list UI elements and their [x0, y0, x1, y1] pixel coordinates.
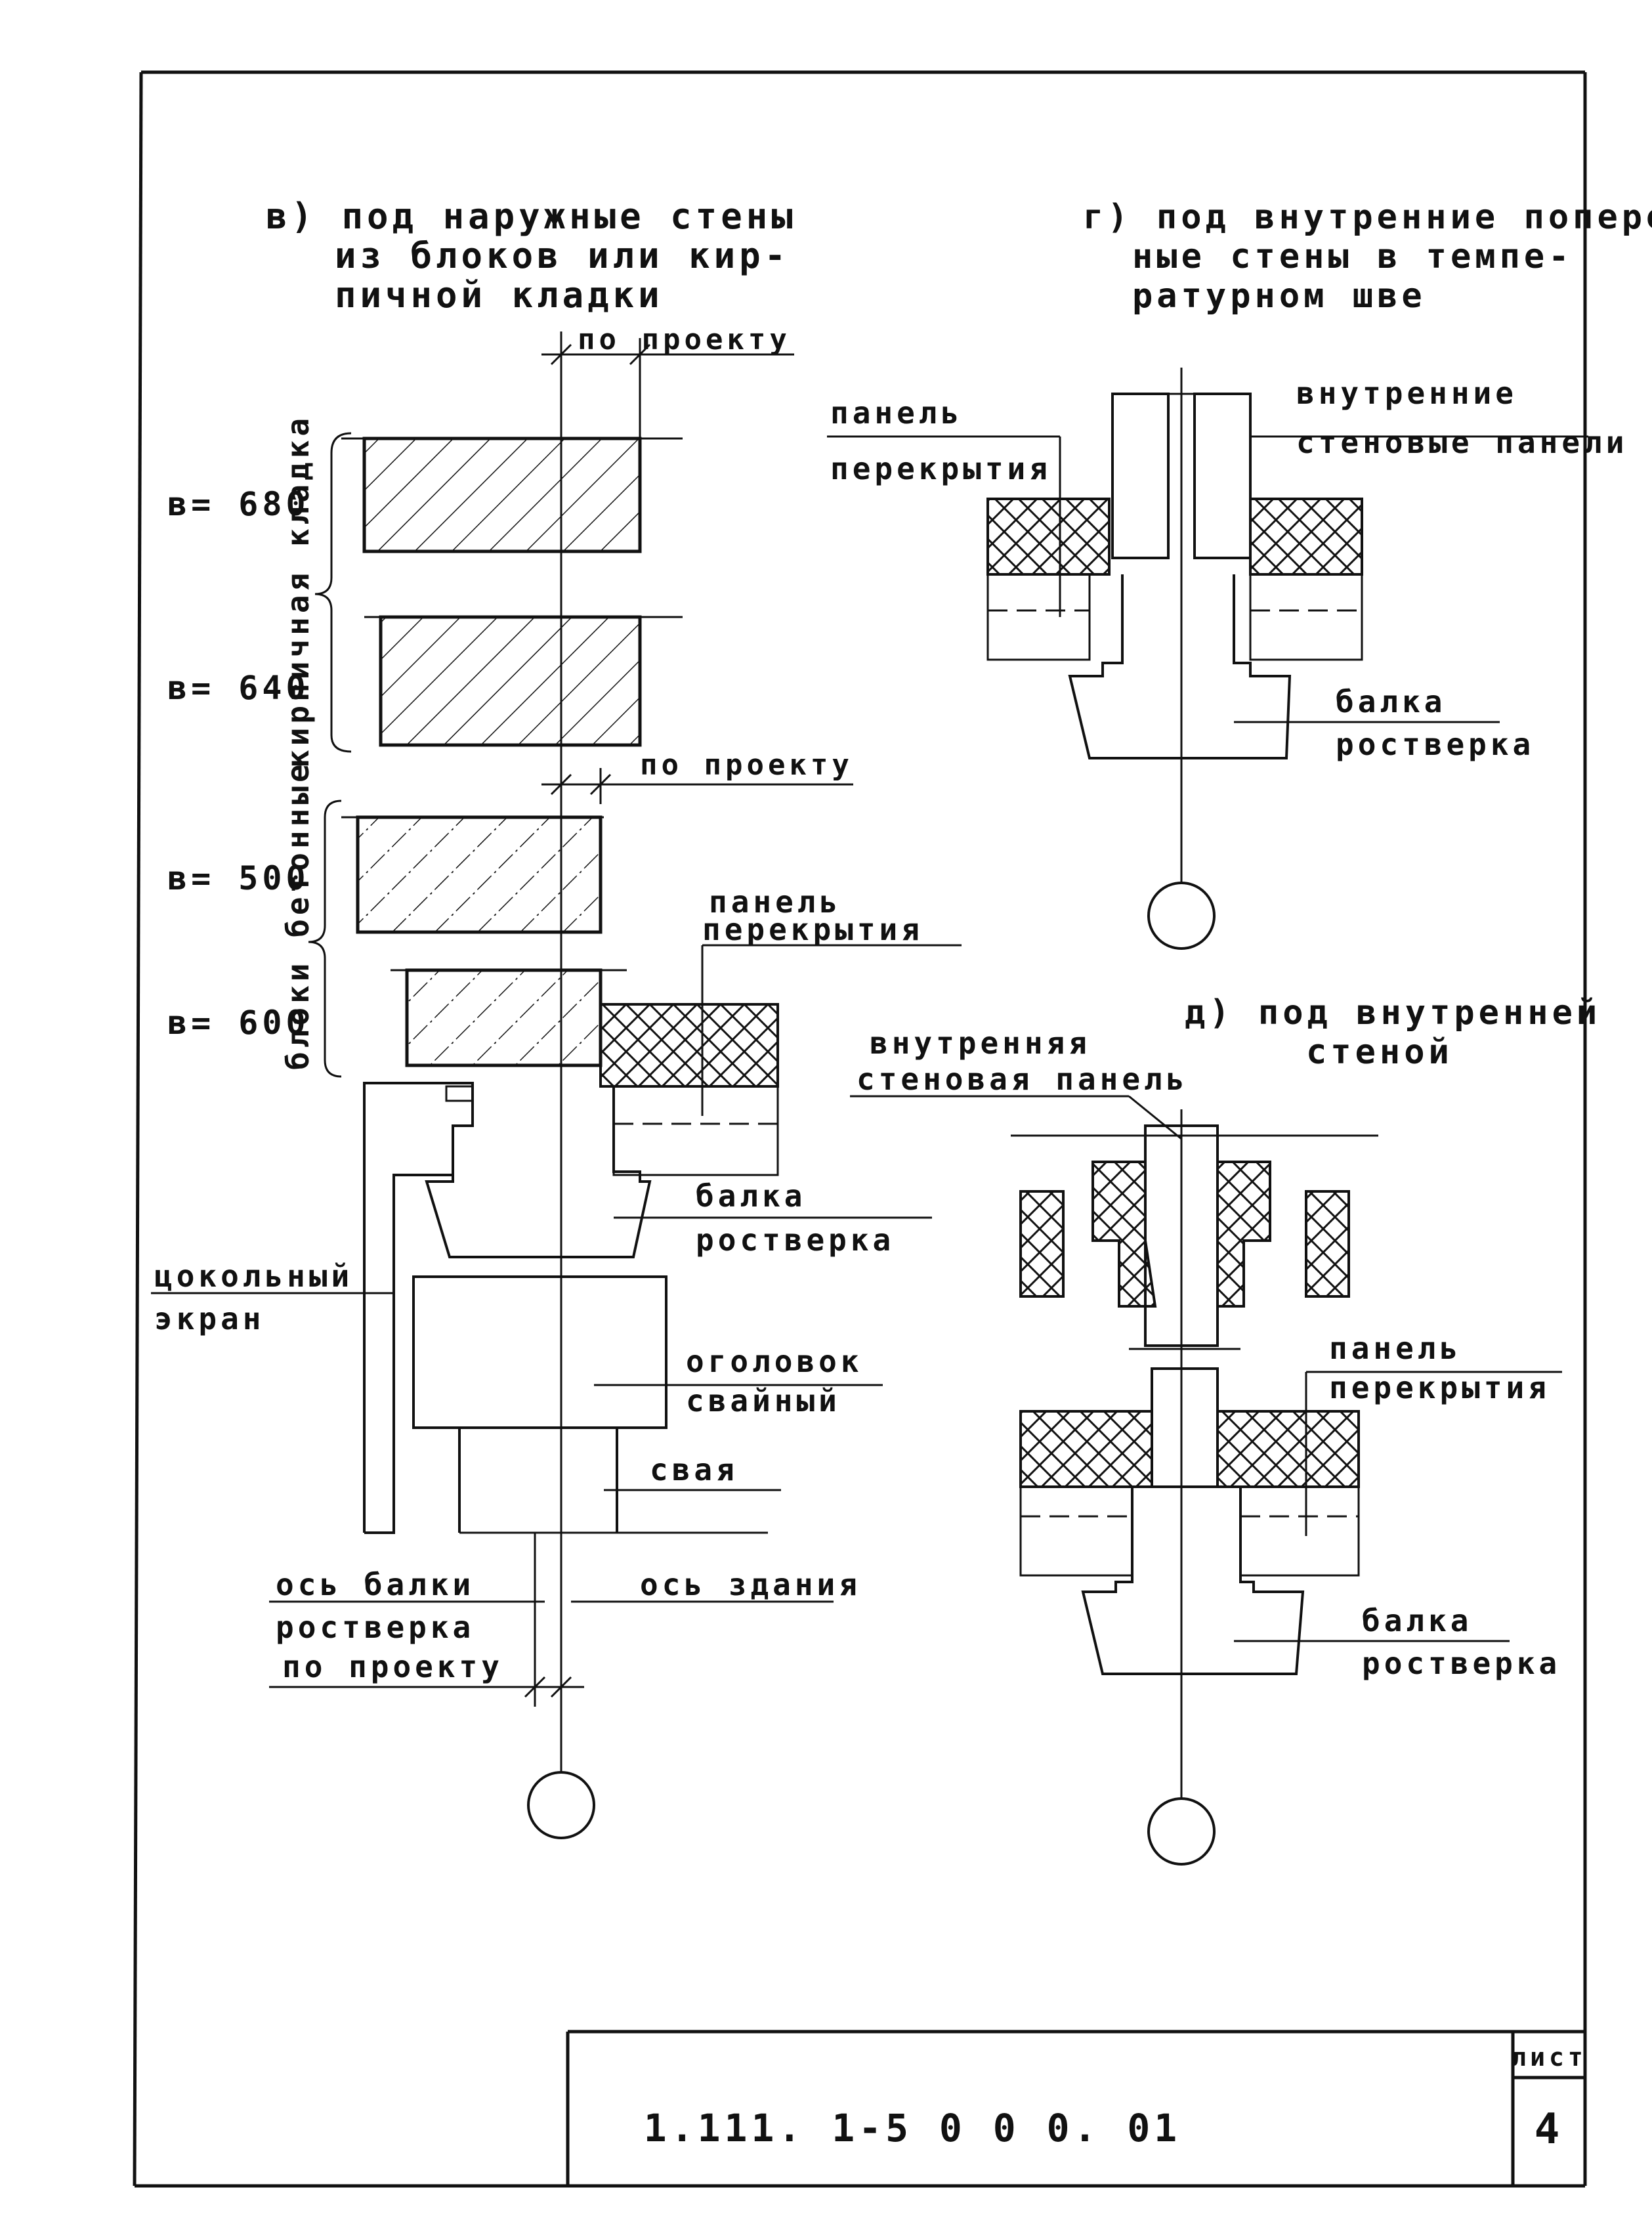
- section-v-title-1: в) под наружные стены: [266, 196, 797, 237]
- axis-marker-d: [1147, 1797, 1216, 1866]
- axis-marker-v: [527, 1771, 595, 1839]
- section-v-dim-top: по проекту: [578, 323, 791, 356]
- section-v-panel-1: панель: [709, 884, 841, 920]
- sheet-label: лист: [1511, 2043, 1587, 2072]
- section-v-beam-1: балка: [696, 1178, 806, 1214]
- socle-screen: [363, 1082, 474, 1534]
- title-block: 1.111. 1-5 0 0 0. 01 лист 4: [566, 2030, 1587, 2186]
- section-v-dim-bottom: по проекту: [282, 1649, 503, 1684]
- section-d-title-1: д) под внутренней: [1185, 993, 1601, 1033]
- section-d-panel-1: панель: [1329, 1331, 1462, 1366]
- section-g-title-1: г) под внутренние попереч-: [1083, 198, 1652, 237]
- axis-beam-2: ростверка: [276, 1610, 475, 1645]
- drawing-code: 1.111. 1-5 0 0 0. 01: [644, 2106, 1181, 2150]
- sheet-number: 4: [1535, 2105, 1564, 2154]
- section-d-wall-2: стеновая панель: [857, 1061, 1188, 1097]
- width-500: в= 500: [167, 859, 310, 897]
- section-g-title-3: ратурном шве: [1132, 276, 1426, 316]
- section-v-title-2: из блоков или кир-: [335, 235, 790, 276]
- section-g-panel-2: перекрытия: [830, 451, 1051, 486]
- section-v-title-3: пичной кладки: [335, 274, 664, 316]
- concrete-block-500: [356, 815, 603, 934]
- section-g-wall-1: внутренние: [1296, 375, 1517, 411]
- section-d-beam-1: балка: [1362, 1603, 1472, 1638]
- section-g-panel-1: панель: [830, 395, 963, 431]
- concrete-block-600: [405, 968, 603, 1067]
- axis-building-label: ось здания: [640, 1567, 861, 1602]
- section-d-wall-1: внутренняя: [870, 1025, 1091, 1061]
- section-d-title-2: стеной: [1306, 1033, 1453, 1072]
- concrete-label: блоки бетонные: [280, 760, 316, 1070]
- floor-panel-g-left: [986, 498, 1111, 576]
- brick-label: кирпичная кладка: [280, 414, 316, 768]
- width-680: в= 680: [167, 485, 310, 523]
- floor-panel-v: [599, 1003, 779, 1088]
- section-v-dim-mid: по проекту: [640, 748, 853, 782]
- section-v-beam-2: ростверка: [696, 1222, 895, 1258]
- axis-beam-1: ось балки: [276, 1567, 475, 1602]
- section-g-beam-2: ростверка: [1336, 727, 1535, 762]
- width-640: в= 640: [167, 669, 310, 707]
- cap-label-2: свайный: [686, 1383, 841, 1419]
- brick-block-640: [379, 615, 642, 747]
- floor-panel-d-right: [1216, 1410, 1360, 1488]
- sheet-frame: [133, 70, 1587, 2188]
- section-d-panel-2: перекрытия: [1329, 1370, 1550, 1405]
- floor-panel-d-left: [1019, 1410, 1153, 1488]
- pile-label: свая: [650, 1452, 738, 1487]
- section-d-beam-2: ростверка: [1362, 1646, 1561, 1681]
- section-g-wall-2: стеновые панели: [1296, 425, 1628, 460]
- cap-label-1: оголовок: [686, 1344, 863, 1379]
- axis-marker-g: [1147, 882, 1216, 950]
- section-g-beam-1: балка: [1336, 684, 1446, 719]
- pile-cap: [412, 1275, 667, 1429]
- width-600: в= 600: [167, 1004, 310, 1042]
- section-v: в) под наружные стены из блоков или кир-…: [151, 196, 962, 1839]
- brick-block-680: [362, 437, 642, 553]
- section-v-panel-2: перекрытия: [702, 912, 923, 947]
- section-d: д) под внутренней стеной внутренняя стен…: [850, 993, 1601, 1866]
- section-g-title-2: ные стены в темпе-: [1132, 237, 1573, 276]
- screen-label-2: экран: [154, 1301, 265, 1336]
- floor-panel-g-right: [1249, 498, 1363, 576]
- section-g: г) под внутренние попереч- ные стены в т…: [827, 198, 1652, 950]
- screen-label-1: цокольный: [154, 1258, 353, 1294]
